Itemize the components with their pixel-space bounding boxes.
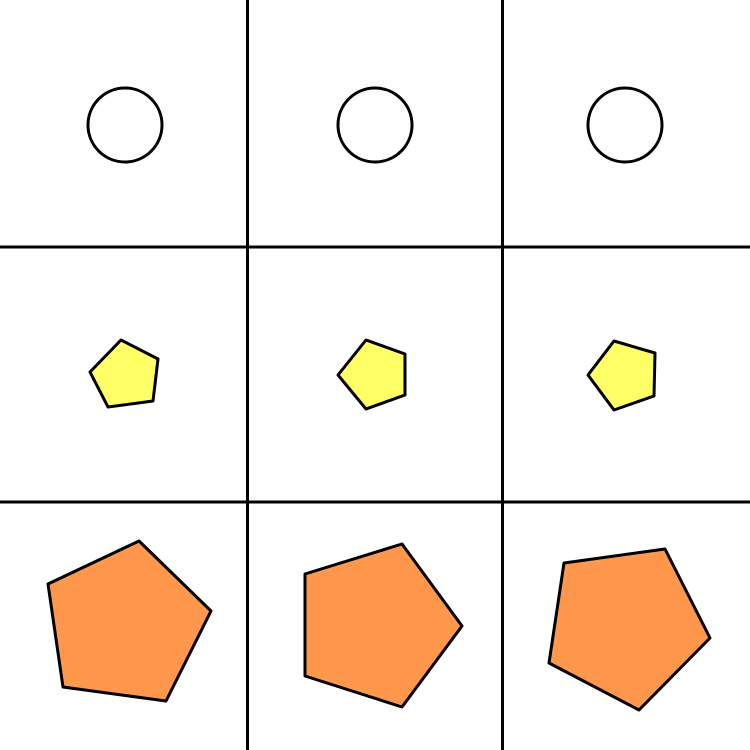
cell-r1-c3 <box>586 86 664 164</box>
circle-outline-shape <box>586 86 664 164</box>
cell-r3-c3 <box>547 547 712 712</box>
orange-pentagon-shape <box>547 547 712 712</box>
cell-r1-c1 <box>86 86 164 164</box>
cell-r3-c1 <box>46 539 213 703</box>
cell-r1-c2 <box>336 86 414 164</box>
cell-r3-c2 <box>303 542 464 709</box>
circle-outline-shape <box>86 86 164 164</box>
orange-pentagon-shape <box>46 539 213 703</box>
cell-r2-c2 <box>336 338 407 411</box>
yellow-pentagon-shape <box>586 339 657 412</box>
cell-r2-c1 <box>88 338 160 409</box>
orange-pentagon-shape <box>303 542 464 709</box>
cell-r2-c3 <box>586 339 657 412</box>
circle-outline-shape <box>336 86 414 164</box>
yellow-pentagon-shape <box>88 338 160 409</box>
yellow-pentagon-shape <box>336 338 407 411</box>
